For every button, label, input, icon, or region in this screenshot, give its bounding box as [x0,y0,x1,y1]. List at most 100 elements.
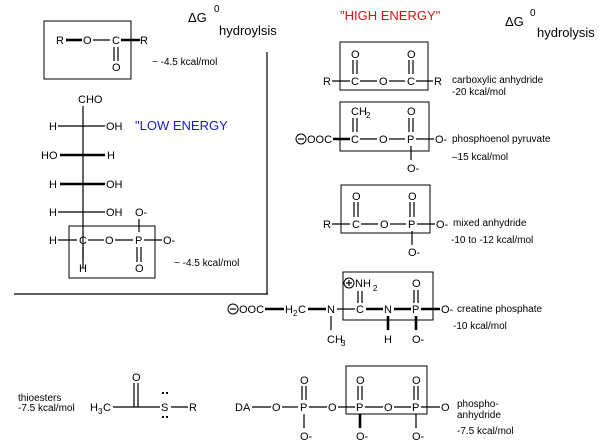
atom-c: C [352,219,360,231]
atom-o: O [380,219,389,231]
atom-o: O [379,76,388,88]
atom-oh: OH [106,207,123,219]
atom-o-minus: O- [135,207,148,219]
creatine-phosphate-structure: OOC H 2 C N CH 3 C NH 2 N H P O O- O- cr… [227,271,543,348]
atom-h: H [49,235,57,247]
atom-ooc: OOC [239,304,264,316]
pep-energy: –15 kcal/mol [452,152,508,163]
atom-o-minus: O- [300,431,313,442]
phosphate-ester-highlight-box [68,225,156,279]
negative-charge-icon [295,133,307,145]
atom-o: O [356,375,365,387]
atom-r: R [189,402,197,414]
atom-h2c: H [285,304,293,316]
svg-text:3: 3 [98,407,103,416]
atom-o: O [272,402,281,414]
mixed-anhydride-structure: R C O P O- O O O- mixed anhydride -10 to… [323,184,533,259]
atom-da: DA [235,402,251,414]
atom-nh2: NH [355,278,371,290]
ester-energy-value: ~ -4.5 kcal/mol [152,57,217,68]
atom-o-minus: O- [435,134,448,146]
sugar-phosphate-energy-value: ~ -4.5 kcal/mol [174,258,239,269]
atom-oh: OH [106,179,123,191]
svg-text:C: C [103,402,111,414]
pep-highlight-box [339,101,430,152]
atom-o-minus: O- [412,334,425,346]
atom-o-minus: O- [163,235,176,247]
sugar-phosphate-structure: CHO H OH HO H H OH H OH H C O P O- O- O … [41,94,239,279]
atom-o-minus: O- [356,431,369,442]
atom-o-minus: O- [436,219,449,231]
atom-ch2: CH [351,106,367,118]
delta-g-symbol: ΔG [188,10,207,25]
atom-p: P [300,402,307,414]
atom-r: R [56,35,64,47]
atom-cho: CHO [78,94,103,106]
ester-structure: R O C R O ~ -4.5 kcal/mol [43,20,217,80]
atom-o: O [300,375,309,387]
phosphoanhydride-structure: DA O P O P O P O O O- O O- O O- phospho-… [235,365,514,442]
atom-h: H [49,179,57,191]
phosphoanhydride-name-line2: anhydride [457,410,501,421]
thioester-name: thioesters [18,393,61,404]
atom-p: P [412,402,419,414]
atom-o: O [83,35,92,47]
mixed-anhydride-energy: -10 to -12 kcal/mol [451,235,533,246]
svg-text:2: 2 [373,284,378,293]
creatine-phosphate-name: creatine phosphate [457,304,543,315]
atom-o: O [328,402,337,414]
atom-ch3: CH [327,334,343,346]
atom-p: P [407,134,414,146]
atom-o: O [407,49,416,61]
atom-o: O [408,191,417,203]
atom-o: O [105,235,114,247]
atom-ooc: OOC [307,134,332,146]
atom-o-minus: O- [412,431,425,442]
atom-r: R [323,76,331,88]
thioester-structure: thioesters -7.5 kcal/mol H 3 C O S R [18,372,197,418]
low-energy-title: "LOW ENERGY [135,118,228,133]
atom-h: H [79,263,87,275]
atom-o: O [412,375,421,387]
atom-o: O [132,372,141,384]
atom-c: C [79,235,87,247]
atom-o: O [407,106,416,118]
atom-h: H [49,207,57,219]
atom-o: O [135,263,144,275]
delta-g-superscript: 0 [530,8,536,19]
delta-g-subscript: hydroylsis [219,23,277,38]
atom-n: N [384,304,392,316]
atom-oh: OH [106,121,123,133]
atom-o: O [112,62,121,74]
delta-g-subscript: hydrolysis [537,25,595,40]
svg-text:2: 2 [293,309,298,318]
atom-r: R [323,219,331,231]
delta-g-header-left: ΔG 0 hydroylsis [188,4,277,38]
atom-n: N [327,304,335,316]
atom-o: O [384,402,393,414]
atom-p: P [135,235,142,247]
svg-text:3: 3 [341,339,346,348]
atom-c: C [351,76,359,88]
creatine-phosphate-energy: -10 kcal/mol [453,321,507,332]
ester-highlight-box [43,20,132,80]
pep-name: phosphoenol pyruvate [452,134,551,145]
svg-text:2: 2 [366,111,371,120]
atom-o: O [379,134,388,146]
atom-o: O [412,278,421,290]
atom-c: C [351,134,359,146]
atom-h: H [49,121,57,133]
atom-o-minus: O- [408,247,421,259]
phosphoanhydride-energy: -7.5 kcal/mol [457,426,514,437]
atom-o: O [352,191,361,203]
delta-g-superscript: 0 [214,4,220,15]
atom-c: C [112,35,120,47]
delta-g-header-right: ΔG 0 hydrolysis [505,8,595,40]
atom-h: H [107,150,115,162]
anhydride-highlight-box [339,41,429,91]
atom-o-minus: O- [441,304,454,316]
negative-charge-icon [227,303,239,315]
atom-c: C [356,304,364,316]
atom-ho: HO [41,150,58,162]
